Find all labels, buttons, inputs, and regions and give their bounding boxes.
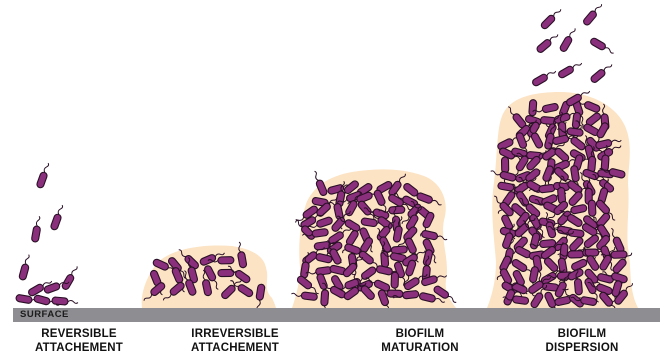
- bacterium: [559, 27, 578, 53]
- bacterium: [582, 2, 604, 26]
- stage-label-reversible: REVERSIBLE ATTACHEMENT: [9, 327, 149, 355]
- bacterium: [557, 60, 583, 79]
- bacterium: [36, 162, 51, 189]
- surface-label: SURFACE: [20, 309, 69, 320]
- surface-bar: [13, 308, 660, 322]
- bacterium: [589, 37, 615, 56]
- bacterium: [52, 297, 79, 306]
- stage-label-maturation: BIOFILM MATURATION: [350, 327, 490, 355]
- bacterium: [540, 7, 563, 30]
- bacterium: [50, 204, 65, 231]
- bacterium: [531, 68, 557, 87]
- stage-label-dispersion: BIOFILM DISPERSION: [512, 327, 652, 355]
- bacterium: [590, 62, 614, 84]
- bacterium: [536, 32, 560, 54]
- stage-label-irreversible: IRREVERSIBLE ATTACHEMENT: [165, 327, 305, 355]
- bacterium: [31, 216, 42, 243]
- bacterium: [19, 254, 32, 281]
- bacterium: [61, 265, 80, 291]
